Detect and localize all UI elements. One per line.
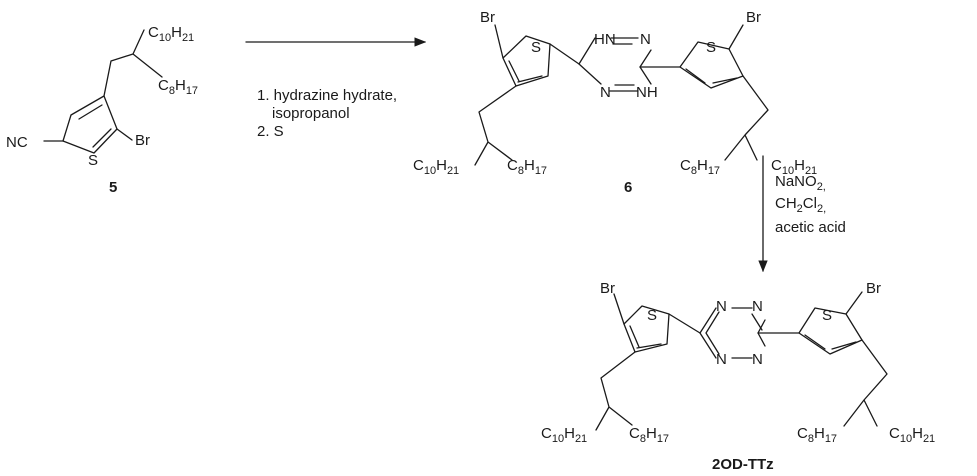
step2-line1: NaNO2, bbox=[775, 173, 826, 193]
thiophene-ring-5 bbox=[62, 95, 118, 154]
c-br-bond-5 bbox=[116, 128, 133, 141]
step1-line1: 1. hydrazine hydrate, bbox=[257, 87, 397, 104]
right-thiophene-final-db1 bbox=[804, 334, 826, 350]
octyl-left-final: C8H17 bbox=[629, 425, 669, 445]
octyl-left-6: C8H17 bbox=[507, 157, 547, 177]
bromine-label-5: Br bbox=[135, 132, 150, 149]
right-br-bond-6 bbox=[728, 24, 744, 50]
left-link-6 bbox=[549, 43, 580, 65]
right-side-chain-final bbox=[843, 339, 888, 427]
bromine-right-6: Br bbox=[746, 9, 761, 26]
final-product-structure bbox=[595, 291, 888, 431]
right-br-bond-final bbox=[845, 291, 863, 315]
compound-5-label: 5 bbox=[109, 179, 117, 196]
bromine-left-6: Br bbox=[480, 9, 495, 26]
left-thiophene-final-db1 bbox=[629, 325, 640, 348]
compound-6-label: 6 bbox=[624, 179, 632, 196]
dihydrotetrazine-ring-6-db bbox=[612, 43, 635, 86]
side-chain-5 bbox=[103, 29, 163, 97]
octyl-right-final: C8H17 bbox=[797, 425, 837, 445]
right-thiophene-final bbox=[798, 307, 863, 355]
left-thiophene-6 bbox=[502, 35, 551, 87]
final-product-label: 2OD-TTz bbox=[712, 456, 774, 473]
sulfur-right-6: S bbox=[706, 39, 716, 56]
left-side-chain-final bbox=[595, 351, 636, 431]
double-bond-5b bbox=[92, 128, 112, 148]
n-bottom-label-6: N bbox=[600, 84, 611, 101]
right-thiophene-6-db1 bbox=[685, 68, 706, 84]
bromine-left-final: Br bbox=[600, 280, 615, 297]
right-side-chain-6 bbox=[724, 75, 769, 161]
sulfur-left-6: S bbox=[531, 39, 541, 56]
tetrazine-ring-db bbox=[705, 311, 763, 355]
decyl-right-final: C10H21 bbox=[889, 425, 935, 445]
decyl-label-5: C10H21 bbox=[148, 24, 194, 44]
double-bond-5a bbox=[78, 104, 103, 120]
step2-line2: CH2Cl2, bbox=[775, 195, 826, 215]
right-thiophene-6 bbox=[679, 41, 744, 89]
left-br-bond-6 bbox=[494, 24, 504, 59]
step1-line3: 2. S bbox=[257, 123, 284, 140]
left-thiophene-final-db2 bbox=[636, 343, 662, 349]
sulfur-label-5: S bbox=[88, 152, 98, 169]
left-br-bond-final bbox=[613, 293, 625, 325]
n2-label-final: N bbox=[752, 298, 763, 315]
nh-label-6: NH bbox=[636, 84, 658, 101]
left-thiophene-6-db2 bbox=[517, 75, 543, 83]
compound-6-structure bbox=[474, 24, 769, 166]
hn-label-6: HN bbox=[594, 31, 616, 48]
left-thiophene-6-db1 bbox=[508, 60, 520, 82]
left-thiophene-final bbox=[623, 305, 670, 353]
sulfur-right-final: S bbox=[822, 307, 832, 324]
n-top-label-6: N bbox=[640, 31, 651, 48]
decyl-left-6: C10H21 bbox=[413, 157, 459, 177]
right-thiophene-6-db2 bbox=[712, 77, 738, 84]
decyl-right-6: C10H21 bbox=[771, 157, 817, 177]
compound-5-structure bbox=[43, 29, 163, 154]
decyl-left-final: C10H21 bbox=[541, 425, 587, 445]
n1-label-final: N bbox=[716, 298, 727, 315]
octyl-right-6: C8H17 bbox=[680, 157, 720, 177]
left-side-chain-6 bbox=[474, 85, 517, 166]
bromine-right-final: Br bbox=[866, 280, 881, 297]
step1-line2: isopropanol bbox=[272, 105, 350, 122]
step2-line3: acetic acid bbox=[775, 219, 846, 236]
n3-label-final: N bbox=[716, 351, 727, 368]
octyl-label-5: C8H17 bbox=[158, 77, 198, 97]
nitrile-label: NC bbox=[6, 134, 28, 151]
right-thiophene-final-db2 bbox=[831, 341, 857, 350]
sulfur-left-final: S bbox=[647, 307, 657, 324]
left-link-final bbox=[668, 313, 701, 334]
n4-label-final: N bbox=[752, 351, 763, 368]
